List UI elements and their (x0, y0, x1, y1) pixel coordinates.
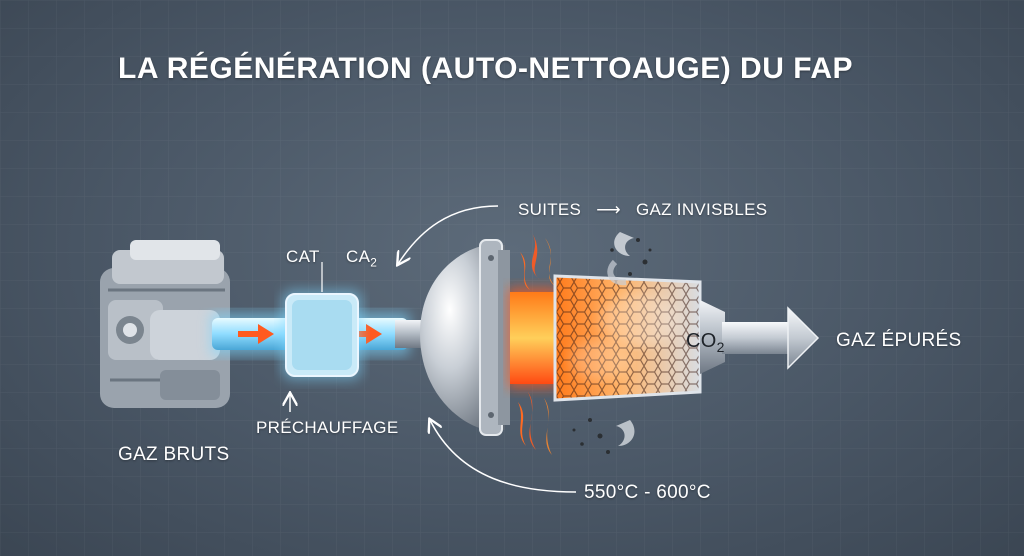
label-temperature: 550°C - 600°C (584, 482, 711, 503)
arrow-right-icon: ⟶ (596, 200, 621, 219)
label-ca2: CA2 (346, 247, 378, 270)
outlet-arrow (722, 306, 820, 370)
label-suites: SUITES ⟶ GAZ INVISBLES (518, 200, 768, 219)
label-gaz-bruts: GAZ BRUTS (118, 444, 230, 465)
label-cat: CAT (286, 247, 320, 266)
combustion-zone (508, 230, 558, 455)
annotation-lines (290, 205, 577, 493)
catalyst-box (282, 290, 362, 380)
label-prechauffage: PRÉCHAUFFAGE (256, 418, 399, 437)
soot-particles (572, 232, 652, 454)
particulate-filter (553, 274, 725, 402)
filter-inlet-dome (395, 239, 510, 436)
label-gaz-epures: GAZ ÉPURÉS (836, 330, 962, 351)
engine-block (100, 240, 230, 408)
label-co2: CO2 (686, 330, 725, 355)
page-title: LA RÉGÉNÉRATION (AUTO-NETTOAUGE) DU FAP (118, 52, 854, 85)
